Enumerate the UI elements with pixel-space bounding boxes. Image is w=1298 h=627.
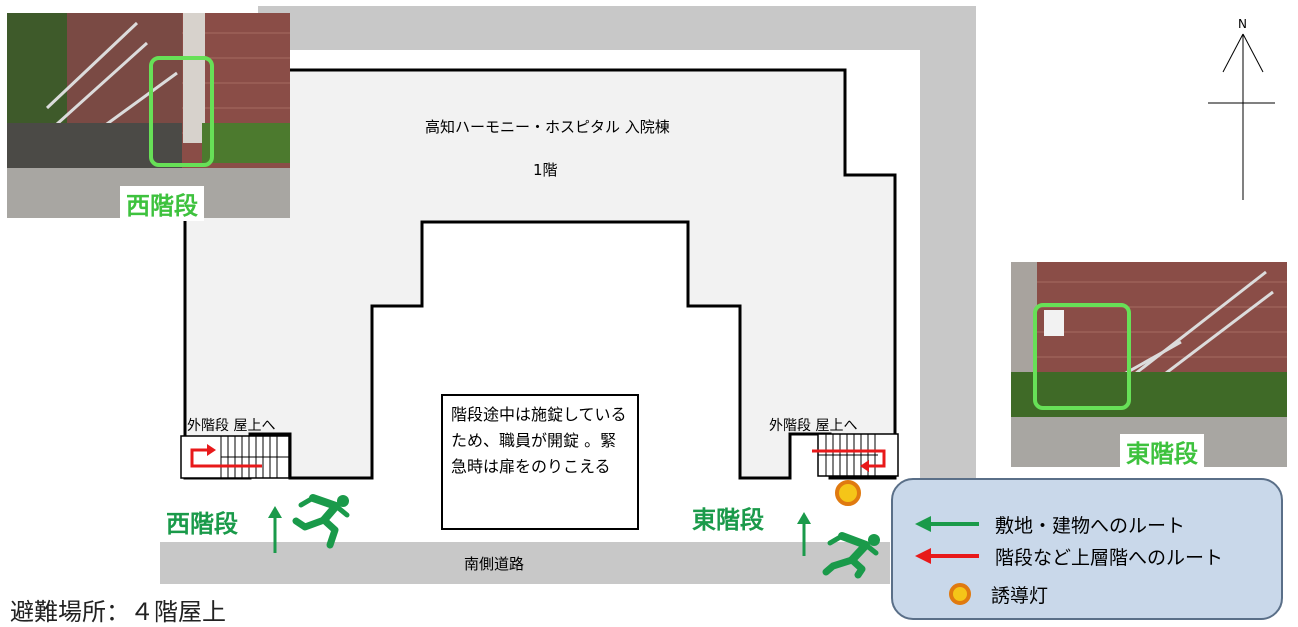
lock-note-text: 階段途中は施錠しているため、職員が開錠 。緊急時は扉をのりこえる bbox=[451, 405, 627, 476]
floor-label: 1階 bbox=[533, 161, 558, 179]
legend-label-red: 階段など上層階へのルート bbox=[995, 546, 1224, 569]
building-name: 高知ハーモニー・ホスピタル 入院棟 bbox=[425, 118, 670, 136]
legend-item-light: 誘導灯 bbox=[947, 580, 1048, 608]
legend-item-red: 階段など上層階へのルート bbox=[913, 542, 1223, 570]
west-stairs-photo-label: 西階段 bbox=[120, 186, 204, 221]
west-entry-arrow-icon bbox=[268, 506, 282, 553]
legend-guide-light-icon bbox=[949, 583, 971, 605]
south-road bbox=[160, 542, 890, 584]
east-stairs-photo-label: 東階段 bbox=[1120, 434, 1204, 469]
legend-label-green: 敷地・建物へのルート bbox=[995, 514, 1186, 537]
legend-box: 敷地・建物へのルート 階段など上層階へのルート 誘導灯 bbox=[891, 478, 1283, 620]
west-red-route-arrow bbox=[190, 448, 262, 468]
east-red-route-arrow bbox=[812, 449, 886, 468]
north-arrow-icon bbox=[1208, 33, 1275, 200]
legend-label-light: 誘導灯 bbox=[991, 584, 1049, 607]
north-label: N bbox=[1238, 17, 1247, 31]
guide-light-icon bbox=[835, 480, 861, 506]
lock-note: 階段途中は施錠しているため、職員が開錠 。緊急時は扉をのりこえる bbox=[441, 394, 639, 530]
legend-item-green: 敷地・建物へのルート bbox=[913, 510, 1185, 538]
east-outer-stairs bbox=[812, 433, 899, 477]
building-outline bbox=[183, 68, 897, 480]
red-arrow-icon bbox=[915, 548, 979, 564]
west-outer-stairs bbox=[180, 435, 290, 479]
road-label: 南側道路 bbox=[464, 555, 525, 573]
east-stairs-map-label: 東階段 bbox=[692, 506, 764, 534]
evacuation-site: 避難場所：４階屋上 bbox=[10, 598, 226, 626]
west-outer-stairs-label: 外階段 屋上へ bbox=[187, 418, 276, 434]
east-stairs-photo bbox=[1011, 262, 1287, 467]
west-stairs-map-label: 西階段 bbox=[166, 510, 238, 538]
west-exit-runner-icon bbox=[292, 494, 350, 549]
green-arrow-icon bbox=[915, 516, 979, 532]
east-entry-arrow-icon bbox=[797, 512, 811, 556]
east-exit-runner-icon bbox=[822, 532, 880, 579]
east-outer-stairs-label: 外階段 屋上へ bbox=[769, 418, 858, 434]
